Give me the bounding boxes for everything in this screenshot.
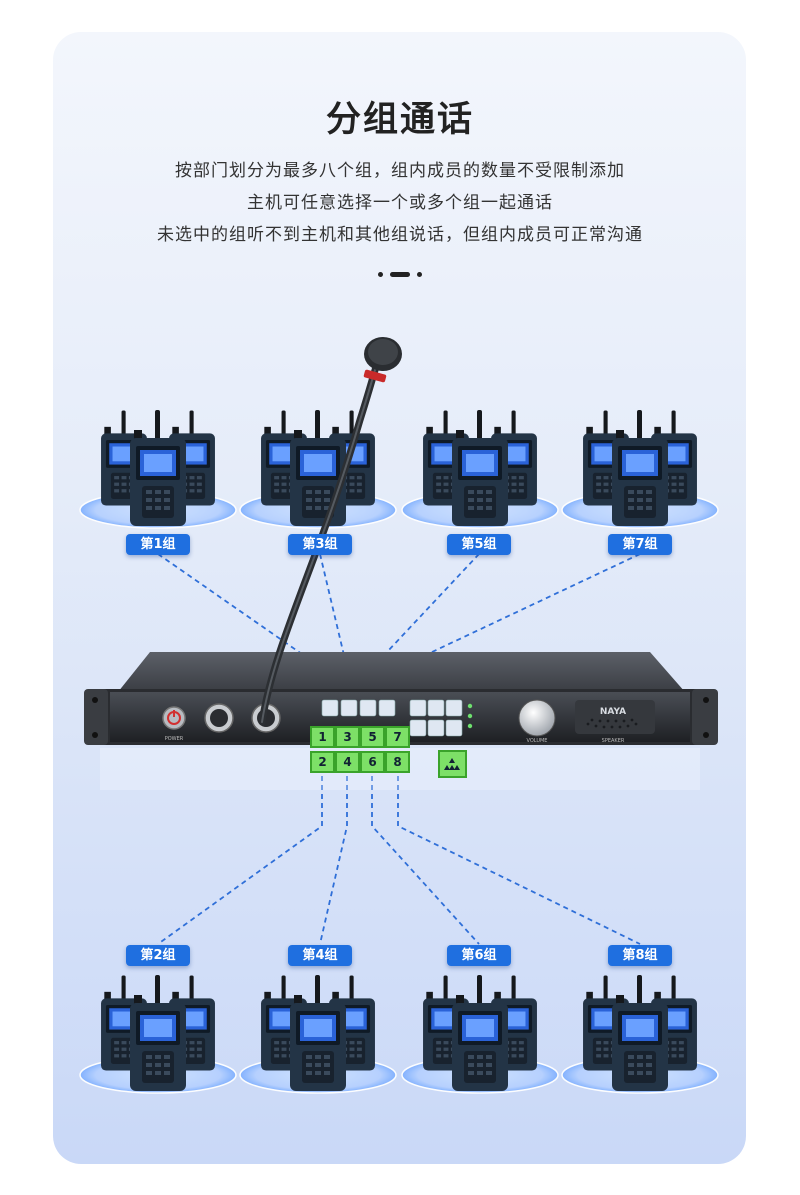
group-label-2: 第2组 bbox=[126, 945, 190, 966]
gooseneck-microphone-icon bbox=[258, 337, 402, 726]
group-key-5[interactable]: 5 bbox=[360, 726, 385, 748]
volume-knob-icon bbox=[518, 699, 556, 737]
radio-set-group-5 bbox=[402, 410, 558, 528]
broadcast-icon bbox=[444, 758, 460, 770]
group-label-7: 第7组 bbox=[608, 534, 672, 555]
group-key-1[interactable]: 1 bbox=[310, 726, 335, 748]
device-brand: NAYA bbox=[600, 707, 626, 717]
radio-set-group-3 bbox=[240, 410, 396, 528]
page-title: 分组通话 bbox=[325, 100, 474, 140]
group-key-8[interactable]: 8 bbox=[385, 751, 410, 773]
broadcast-key[interactable] bbox=[438, 750, 467, 778]
group-label-6: 第6组 bbox=[447, 945, 511, 966]
decorative-divider bbox=[378, 272, 422, 278]
group-label-4: 第4组 bbox=[288, 945, 352, 966]
radio-set-group-4 bbox=[240, 975, 396, 1093]
description-line-3: 未选中的组听不到主机和其他组说话，但组内成员可正常沟通 bbox=[157, 225, 643, 245]
group-label-8: 第8组 bbox=[608, 945, 672, 966]
group-label-1: 第1组 bbox=[126, 534, 190, 555]
radio-set-group-1 bbox=[80, 410, 236, 528]
feature-card bbox=[53, 32, 746, 1164]
group-key-4[interactable]: 4 bbox=[335, 751, 360, 773]
group-key-7[interactable]: 7 bbox=[385, 726, 410, 748]
group-key-6[interactable]: 6 bbox=[360, 751, 385, 773]
speaker-label: SPEAKER bbox=[602, 738, 625, 744]
power-label: POWER bbox=[165, 736, 184, 742]
group-label-5: 第5组 bbox=[447, 534, 511, 555]
group-label-3: 第3组 bbox=[288, 534, 352, 555]
radio-set-group-6 bbox=[402, 975, 558, 1093]
group-key-2[interactable]: 2 bbox=[310, 751, 335, 773]
power-button-icon bbox=[162, 706, 186, 730]
description-line-1: 按部门划分为最多八个组，组内成员的数量不受限制添加 bbox=[175, 161, 625, 181]
radio-set-group-2 bbox=[80, 975, 236, 1093]
volume-label: VOLUME bbox=[527, 738, 548, 744]
radio-set-group-8 bbox=[562, 975, 718, 1093]
radio-set-group-7 bbox=[562, 410, 718, 528]
description-line-2: 主机可任意选择一个或多个组一起通话 bbox=[247, 193, 553, 213]
group-key-3[interactable]: 3 bbox=[335, 726, 360, 748]
